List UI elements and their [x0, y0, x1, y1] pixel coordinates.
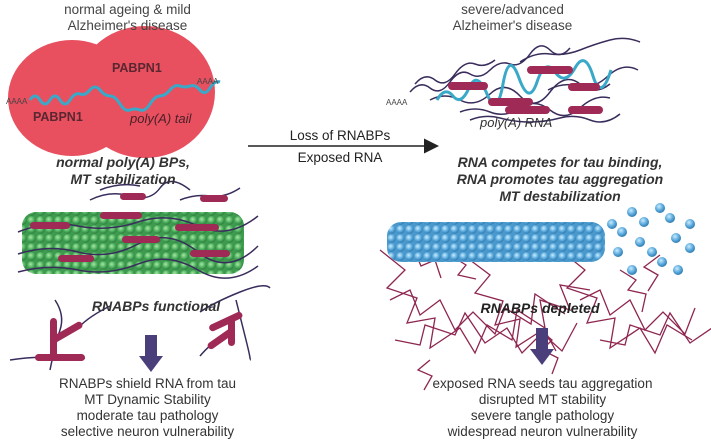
arrow-label-bottom: Exposed RNA: [297, 150, 383, 165]
stable-microtubule: [17, 180, 259, 279]
aaaa-right-label: AAAA: [197, 77, 219, 86]
aaaa-right-rna-label: AAAA: [386, 98, 408, 107]
rna-tau-cluster: [409, 37, 641, 123]
right-header: severe/advanced Alzheimer's disease: [430, 2, 595, 35]
right-caption-line-1: RNA competes for tau binding,: [457, 154, 663, 170]
poly-a-rna-label: poly(A) RNA: [480, 115, 553, 130]
pabpn1-complex: [8, 26, 221, 158]
rnabps-functional-label: RNABPs functional: [91, 298, 221, 314]
right-outcome-1: exposed RNA seeds tau aggregation: [432, 376, 653, 391]
poly-a-tail-strand: [28, 80, 221, 112]
right-outcome-4: widespread neuron vulnerability: [447, 423, 638, 439]
rnabps-depleted-label: RNABPs depleted: [480, 300, 600, 316]
left-caption-line-1: normal poly(A) BPs,: [56, 154, 190, 170]
right-outcome-3: severe tangle pathology: [470, 407, 615, 423]
left-header-line-1: normal ageing & mild: [64, 2, 191, 17]
left-caption-line-2: MT stabilization: [70, 170, 176, 187]
left-caption: normal poly(A) BPs, MT stabilization: [18, 154, 228, 188]
aaaa-left-label: AAAA: [6, 97, 28, 106]
poly-a-tail-label: poly(A) tail: [130, 111, 192, 126]
pabpn1-blob-right: [75, 26, 215, 158]
tau-beads-top: [448, 66, 603, 114]
tau-tangle-mass: [379, 249, 711, 391]
left-header-line-2: Alzheimer's disease: [67, 18, 188, 34]
rnabp-beads: [35, 311, 243, 361]
down-arrow-left: [139, 335, 163, 372]
left-outcome-1: RNABPs shield RNA from tau: [58, 376, 237, 391]
down-arrow-right: [530, 328, 554, 365]
right-caption-line-3: MT destabilization: [499, 187, 621, 204]
pabpn1-label-top: PABPN1: [112, 61, 162, 75]
left-outcome-3: moderate tau pathology: [76, 407, 219, 423]
left-header: normal ageing & mild Alzheimer's disease: [40, 2, 215, 35]
arrow-label-top: Loss of RNABPs: [289, 128, 391, 143]
right-header-line-1: severe/advanced: [461, 2, 564, 17]
pabpn1-label-bottom: PABPN1: [33, 110, 83, 124]
right-outcome-2: disrupted MT stability: [478, 391, 607, 407]
destabilized-microtubule: [387, 203, 695, 275]
right-caption-line-2: RNA promotes tau aggregation: [456, 170, 664, 187]
right-caption: RNA competes for tau binding, RNA promot…: [435, 154, 685, 204]
free-tubulin-dimers: [607, 203, 695, 275]
left-outcomes: RNABPs shield RNA from tau MT Dynamic St…: [20, 376, 275, 440]
left-outcome-2: MT Dynamic Stability: [84, 391, 211, 407]
right-outcomes: exposed RNA seeds tau aggregation disrup…: [405, 376, 680, 440]
right-header-line-2: Alzheimer's disease: [452, 18, 573, 34]
left-outcome-4: selective neuron vulnerability: [60, 423, 235, 439]
